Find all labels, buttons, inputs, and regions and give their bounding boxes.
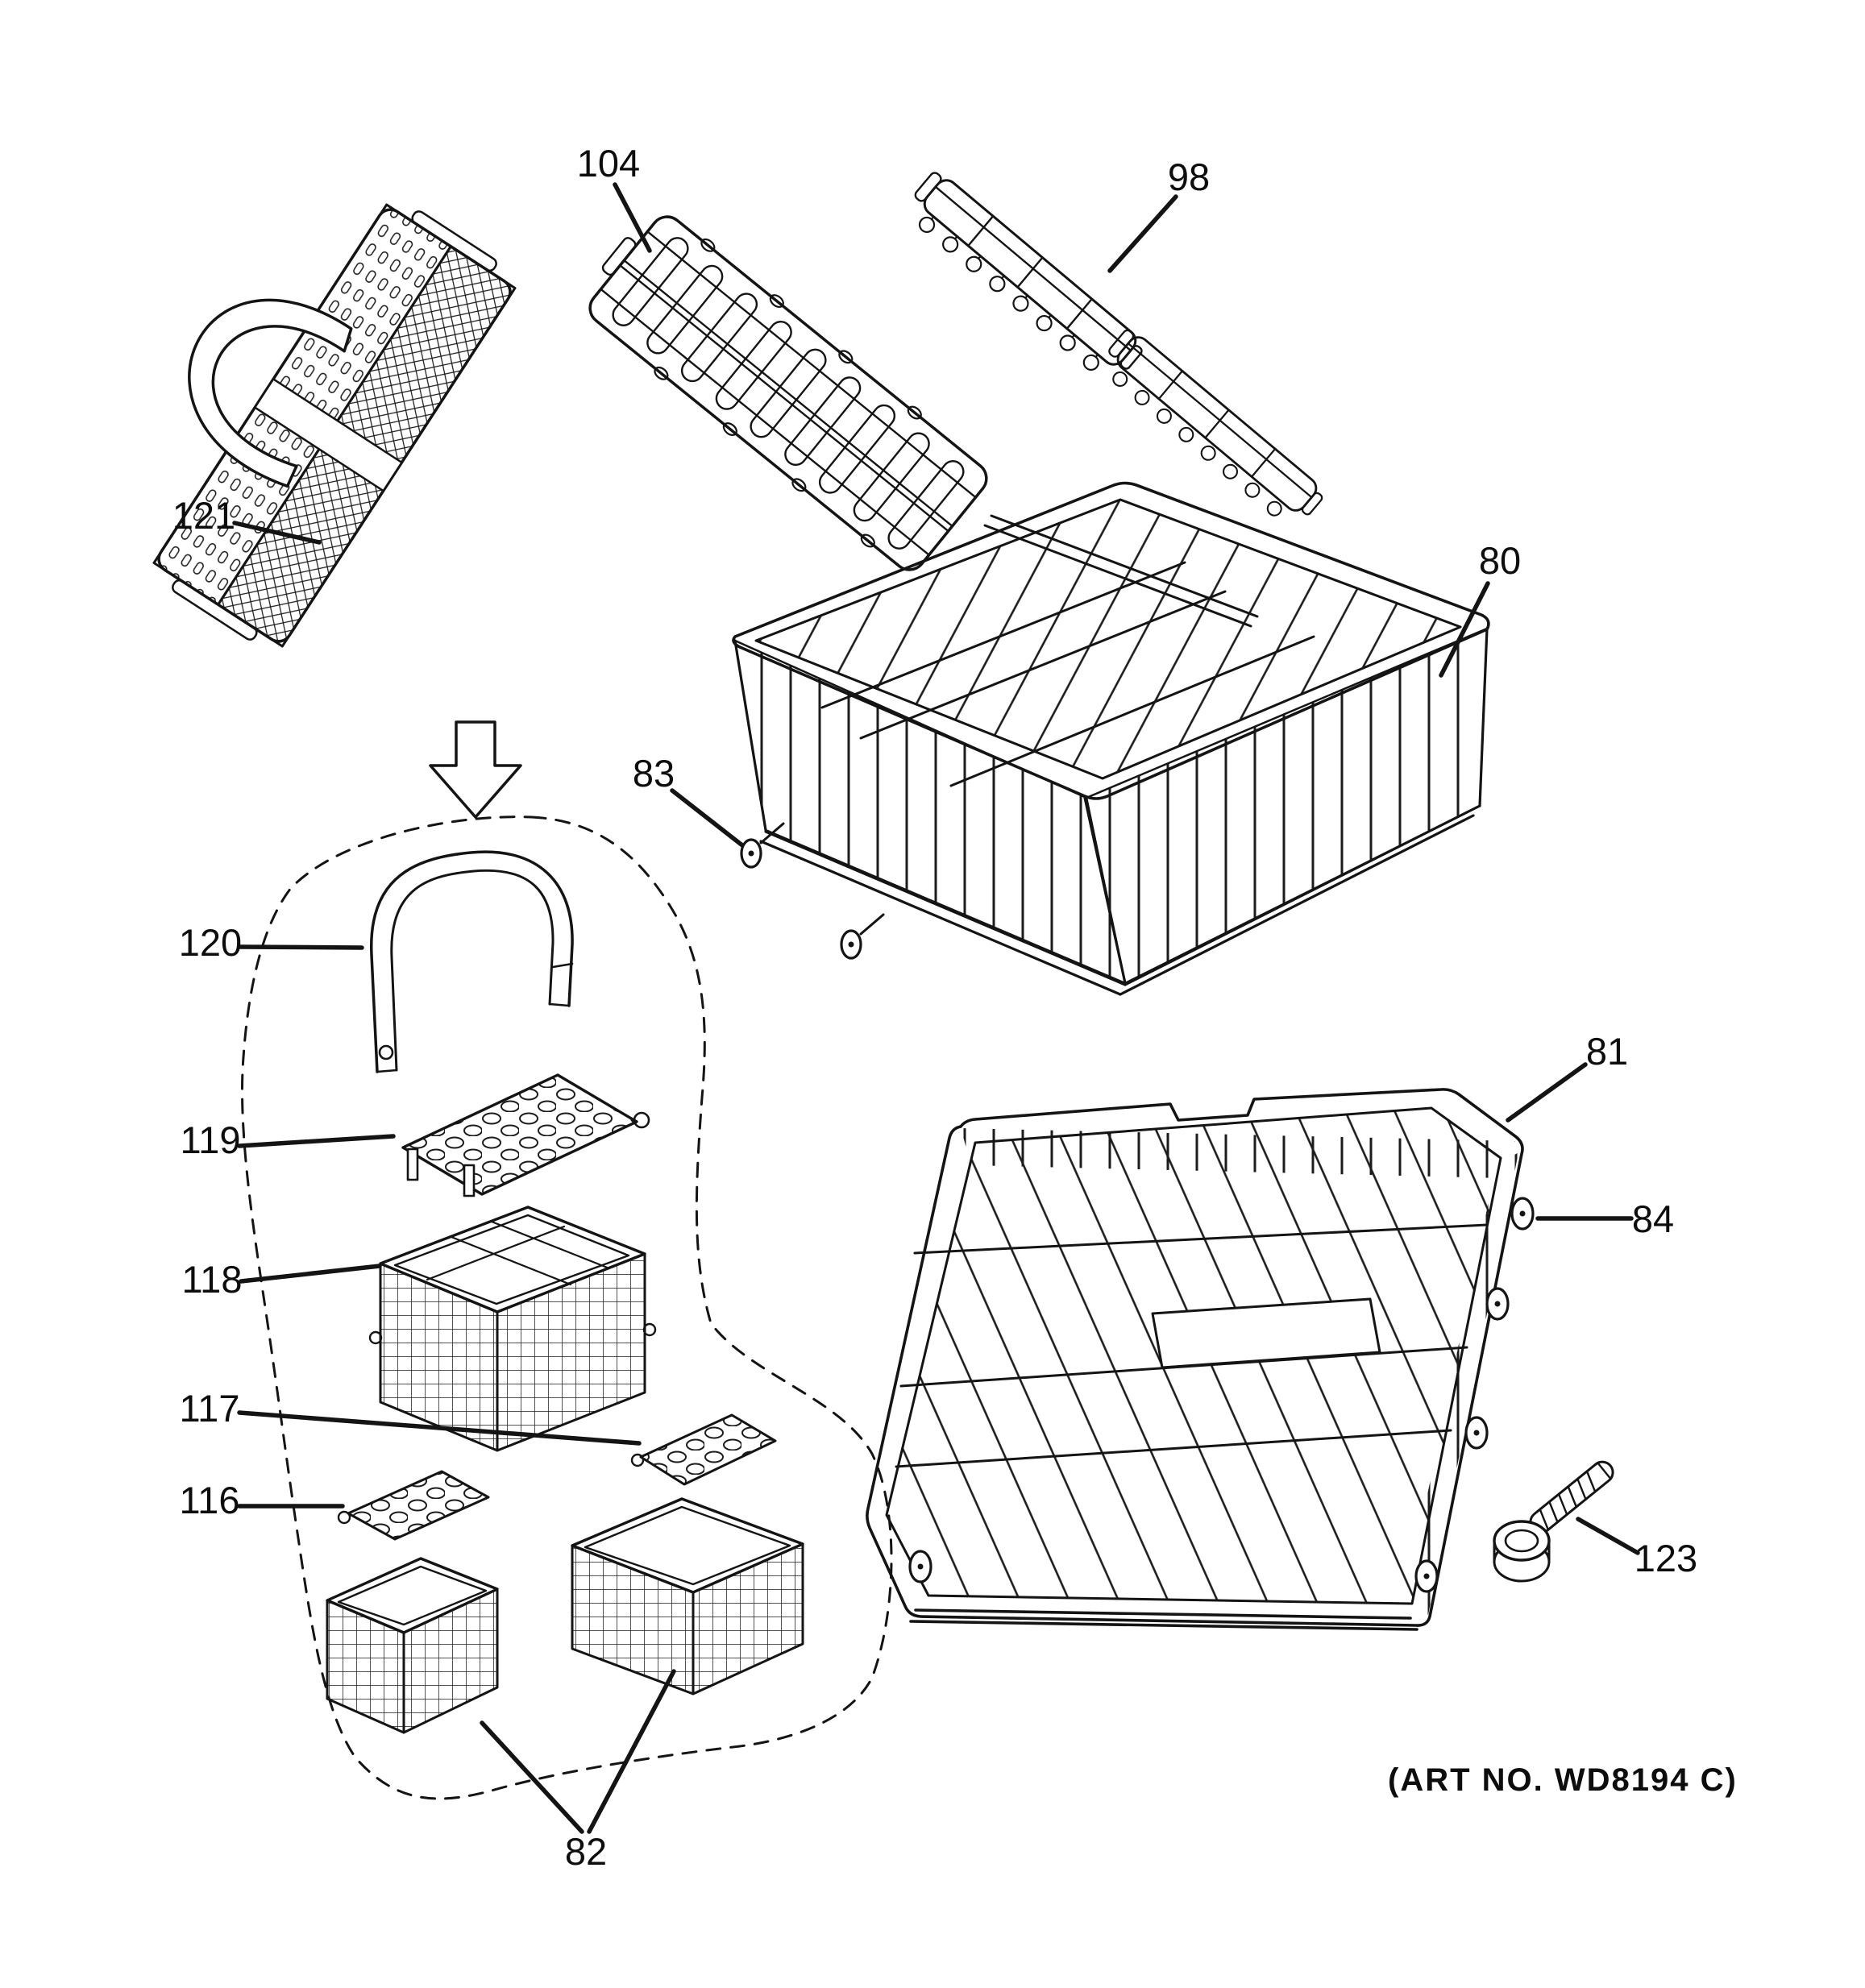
callout-119: 119 — [181, 1119, 241, 1161]
small-silverware-basket-right-drawing — [571, 1497, 804, 1695]
tine-clip-strip-98a-drawing — [914, 172, 1143, 371]
callout-120: 120 — [179, 921, 242, 964]
basket-handle-loop — [188, 298, 353, 488]
callout-81: 81 — [1586, 1030, 1628, 1073]
lower-rack-wheel — [908, 1550, 932, 1583]
callout-123: 123 — [1634, 1537, 1697, 1579]
leader-line-80 — [1439, 581, 1490, 678]
lower-rack-wheel — [1510, 1197, 1535, 1231]
tine-row-104-drawing — [588, 215, 988, 571]
leader-line-118 — [239, 1264, 382, 1284]
upper-rack-roller — [740, 822, 785, 869]
tine-clip-strip-98b-drawing — [1108, 329, 1323, 517]
assembly-direction-arrow-icon — [429, 720, 522, 819]
callout-labels: 104 98 121 80 83 120 119 118 117 116 82 … — [172, 142, 1697, 1873]
leader-line-120 — [237, 944, 364, 950]
art-number-note: (ART NO. WD8194 C) — [1388, 1762, 1738, 1798]
wheel-tool-drawing — [1493, 1460, 1614, 1583]
leader-line-82-right — [587, 1669, 676, 1834]
small-basket-grate-117-drawing — [630, 1413, 777, 1486]
lower-rack-wheel — [1485, 1287, 1510, 1321]
small-basket-grate-116-drawing — [337, 1470, 490, 1541]
callout-118: 118 — [182, 1258, 243, 1301]
callout-80: 80 — [1479, 539, 1521, 582]
silverware-basket-assembly-drawing — [152, 203, 517, 648]
leader-line-81 — [1506, 1062, 1588, 1123]
callout-83: 83 — [633, 752, 675, 795]
lower-rack-wheel — [1464, 1416, 1489, 1450]
basket-group-dashed-outline — [241, 816, 893, 1800]
upper-rack-drawing — [732, 481, 1490, 996]
lower-rack-drawing — [866, 1088, 1535, 1631]
callout-84: 84 — [1632, 1197, 1674, 1240]
leader-line-104 — [613, 182, 652, 253]
callout-98: 98 — [1168, 156, 1210, 198]
upper-rack-roller — [840, 913, 885, 960]
callout-104: 104 — [577, 142, 640, 185]
leader-line-119 — [237, 1134, 396, 1148]
leader-line-98 — [1107, 194, 1178, 273]
lower-rack-wheel — [1414, 1559, 1439, 1593]
basket-handle-drawing — [370, 850, 574, 1073]
leader-line-123 — [1576, 1517, 1640, 1555]
leader-line-117 — [237, 1410, 642, 1446]
leader-line-83 — [670, 788, 745, 848]
leader-line-121 — [232, 521, 322, 545]
callout-117: 117 — [180, 1387, 240, 1430]
leader-line-82-left — [480, 1720, 584, 1834]
leader-lines — [232, 182, 1640, 1834]
callout-116: 116 — [180, 1479, 240, 1521]
basket-cover-grate-drawing — [401, 1073, 650, 1197]
small-silverware-basket-left-drawing — [326, 1557, 499, 1734]
callout-82: 82 — [565, 1830, 607, 1873]
center-silverware-basket-drawing — [368, 1206, 657, 1452]
callout-121: 121 — [172, 494, 235, 537]
